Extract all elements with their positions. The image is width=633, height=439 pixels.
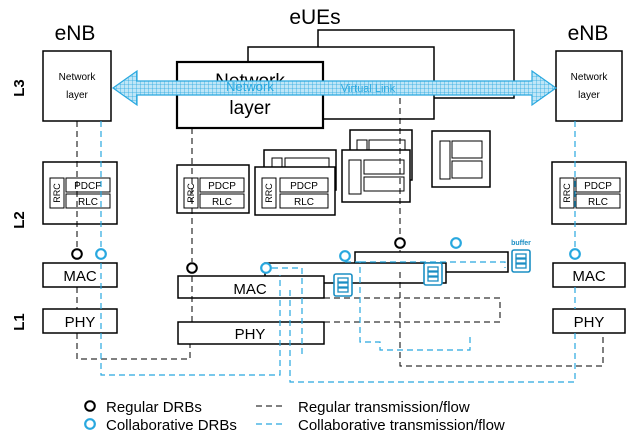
enb-right: Network layer RRC PDCP RLC MAC PHY bbox=[551, 50, 627, 334]
layer-label-l2: L2 bbox=[11, 211, 28, 229]
eue-l2-mid-front-bottom bbox=[363, 176, 405, 192]
eue-phy-front bbox=[177, 321, 325, 345]
enb-right-pdcp: PDCP bbox=[584, 181, 612, 192]
legend-regular-flow: Regular transmission/flow bbox=[298, 399, 470, 416]
buffer-icon bbox=[511, 249, 531, 273]
legend-regular-drbs: Regular DRBs bbox=[106, 399, 202, 416]
eue-l2-back-right-bottom bbox=[451, 160, 483, 179]
regular-flows bbox=[76, 98, 604, 367]
col-flow-mac-3 bbox=[360, 261, 506, 268]
virtual-link-arrow bbox=[111, 69, 558, 107]
reg-flow-to-enb-right bbox=[399, 272, 604, 367]
collab-drb-eue-2b bbox=[339, 250, 351, 262]
enb-right-rrc-box bbox=[559, 177, 575, 209]
virtual-link-network-overlay: Network bbox=[226, 79, 274, 94]
collab-drb-enb-right bbox=[569, 248, 581, 260]
legend-collaborative-drbs: Collaborative DRBs bbox=[106, 417, 237, 434]
eue-mac-label: MAC bbox=[233, 281, 267, 298]
eue-1-pdcp-box bbox=[199, 177, 245, 193]
enb-left-rrc-box bbox=[49, 177, 65, 209]
eue-1-pdcp: PDCP bbox=[208, 181, 236, 192]
eue-2-pdcp-box bbox=[279, 177, 329, 193]
enb-right-title: eNB bbox=[568, 22, 609, 45]
eue-1-rlc: RLC bbox=[212, 197, 232, 208]
enb-left-network-layer-label-2: layer bbox=[66, 90, 88, 101]
eue-l2-back-right-top bbox=[451, 140, 483, 159]
regular-drb-eue-3 bbox=[394, 237, 406, 249]
collab-drb-eue-2 bbox=[260, 262, 272, 274]
eue-2-rrc-box bbox=[261, 177, 277, 209]
enb-right-network-layer bbox=[555, 50, 623, 122]
eue-2-rrc: RRC bbox=[264, 183, 274, 203]
eue-1-rrc-box bbox=[183, 177, 199, 209]
enb-left-phy: PHY bbox=[65, 314, 96, 331]
regular-drb-enb-left bbox=[71, 248, 83, 260]
layer-label-l3: L3 bbox=[11, 79, 28, 97]
eue-phy-label: PHY bbox=[235, 326, 266, 343]
collab-drb-enb-left bbox=[95, 248, 107, 260]
col-flow-enb-right-to-eue bbox=[289, 288, 576, 383]
virtual-link-label: Virtual Link bbox=[341, 83, 396, 95]
enb-left-mac-box bbox=[42, 262, 118, 288]
enb-left-network-layer bbox=[42, 50, 112, 122]
eue-network-layer-label-2: layer bbox=[229, 98, 271, 119]
enb-left-network-layer-label-1: Network bbox=[59, 72, 97, 83]
eue-2-rlc: RLC bbox=[294, 197, 314, 208]
eue-2-rlc-box bbox=[279, 193, 329, 209]
legend-collaborative-flow: Collaborative transmission/flow bbox=[298, 417, 505, 434]
col-flow-enb-left-to-eue bbox=[100, 263, 281, 376]
eue-mac-front bbox=[177, 275, 325, 299]
eue-l2-back-right-col bbox=[439, 140, 451, 180]
enb-right-rlc-box bbox=[575, 193, 621, 209]
enb-right-rrc: RRC bbox=[562, 183, 572, 203]
enb-left-mac: MAC bbox=[63, 268, 97, 285]
enb-left-pdcp: PDCP bbox=[74, 181, 102, 192]
buffer-label: buffer bbox=[511, 240, 531, 247]
enb-right-phy-box bbox=[552, 308, 626, 334]
legend: Regular DRBs Collaborative DRBs Regular … bbox=[84, 399, 505, 434]
eue-l2-mid-front-col bbox=[348, 159, 362, 195]
buffer-icon bbox=[333, 273, 353, 297]
reg-flow-enb-left-bottom bbox=[76, 333, 191, 360]
enb-left-rlc: RLC bbox=[78, 197, 98, 208]
virtual-link: Virtual Link Network bbox=[111, 69, 558, 107]
eue-1-rrc: RRC bbox=[186, 183, 196, 203]
drb-markers bbox=[71, 237, 581, 274]
enb-right-pdcp-box bbox=[575, 177, 621, 193]
eue-l2-mid-front-top bbox=[363, 159, 405, 175]
legend-regular-drb-icon bbox=[84, 400, 96, 412]
enb-right-mac: MAC bbox=[572, 268, 606, 285]
enb-left-title: eNB bbox=[55, 22, 96, 45]
enb-right-mac-box bbox=[552, 262, 626, 288]
enb-left-phy-box bbox=[42, 308, 118, 334]
eue-2-pdcp: PDCP bbox=[290, 181, 318, 192]
enb-left-rrc: RRC bbox=[52, 183, 62, 203]
enb-left: Network layer RRC PDCP RLC MAC PHY bbox=[42, 50, 118, 334]
enb-right-network-layer-label-2: layer bbox=[578, 90, 600, 101]
layer-label-l1: L1 bbox=[11, 313, 28, 331]
eue-1-rlc-box bbox=[199, 193, 245, 209]
legend-collab-drb-icon bbox=[84, 418, 96, 430]
eues-title: eUEs bbox=[289, 6, 340, 29]
regular-drb-eue-1 bbox=[186, 262, 198, 274]
reg-flow-mac-phy-link bbox=[324, 297, 501, 323]
enb-right-network-layer-label-1: Network bbox=[571, 72, 609, 83]
buffer-icon bbox=[423, 262, 443, 286]
collaborative-flows bbox=[100, 121, 576, 383]
eue-l2-stack: RRC PDCP RLC RRC PDCP RLC bbox=[176, 129, 491, 216]
buffers: buffer bbox=[333, 240, 531, 297]
enb-right-phy: PHY bbox=[574, 314, 605, 331]
enb-right-rlc: RLC bbox=[588, 197, 608, 208]
collab-drb-eue-3 bbox=[450, 237, 462, 249]
